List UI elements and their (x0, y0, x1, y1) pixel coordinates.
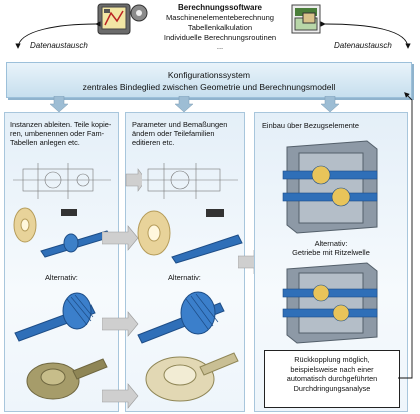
feedback-line-4: Durchdringungsanalyse (265, 384, 399, 394)
spur-gear-edited-icon (138, 211, 170, 255)
exchange-arrows (0, 0, 420, 70)
col2-text-1: Parameter und Bemaßungen (132, 120, 240, 129)
col2-text-3: editieren etc. (132, 138, 240, 147)
feedback-line-1: Rückkopplung möglich, (265, 355, 399, 365)
col2-text-2: ändern oder Teilefamilien (132, 129, 240, 138)
flow-arrows-col1-col2 (102, 0, 142, 414)
config-system-bar: Konfigurationssystem zentrales Bindeglie… (6, 62, 412, 98)
col2-alt-label: Alternativ: (168, 273, 201, 282)
exchange-label-left: Datenaustausch (30, 41, 88, 50)
shaft-edited-icon (172, 235, 242, 263)
column-edit-parameters: Parameter und Bemaßungen ändern oder Tei… (125, 112, 245, 412)
col1-text-2: ren, umbenennen oder Fam- (10, 129, 114, 138)
col1-text-3: Tabellen anlegen etc. (10, 138, 114, 147)
gearbox-assembly-pinion (277, 261, 385, 345)
wireframe-drawing-edited (136, 161, 240, 203)
col3-header: Einbau über Bezugselemente (262, 121, 359, 130)
feedback-line-3: automatisch durchgeführten (265, 374, 399, 384)
pinion-shaft-edited (134, 289, 244, 349)
col3-alt-label: Alternativ: (255, 239, 407, 248)
feedback-note: Rückkopplung möglich, beispielsweise nac… (264, 350, 400, 408)
bevel-gear-pair-edited (134, 345, 244, 407)
wireframe-drawing (13, 161, 113, 203)
feedback-arrow (396, 90, 420, 390)
exchange-label-right: Datenaustausch (334, 41, 392, 50)
col3-alt-desc: Getriebe mit Ritzelwelle (255, 248, 407, 257)
spur-gear-icon (14, 208, 36, 242)
col1-text-1: Instanzen ableiten. Teile kopie- (10, 120, 114, 129)
key-edited-icon (206, 209, 224, 217)
shaft-icon (41, 231, 111, 257)
key-icon (61, 209, 77, 216)
col1-alt-label: Alternativ: (45, 273, 78, 282)
gearbox-assembly (277, 137, 385, 237)
config-title: Konfigurationssystem (7, 70, 411, 80)
feedback-line-2: beispielsweise nach einer (265, 365, 399, 375)
gear-shaft-parts-edited (134, 205, 244, 265)
config-subtitle: zentrales Bindeglied zwischen Geometrie … (7, 82, 411, 92)
